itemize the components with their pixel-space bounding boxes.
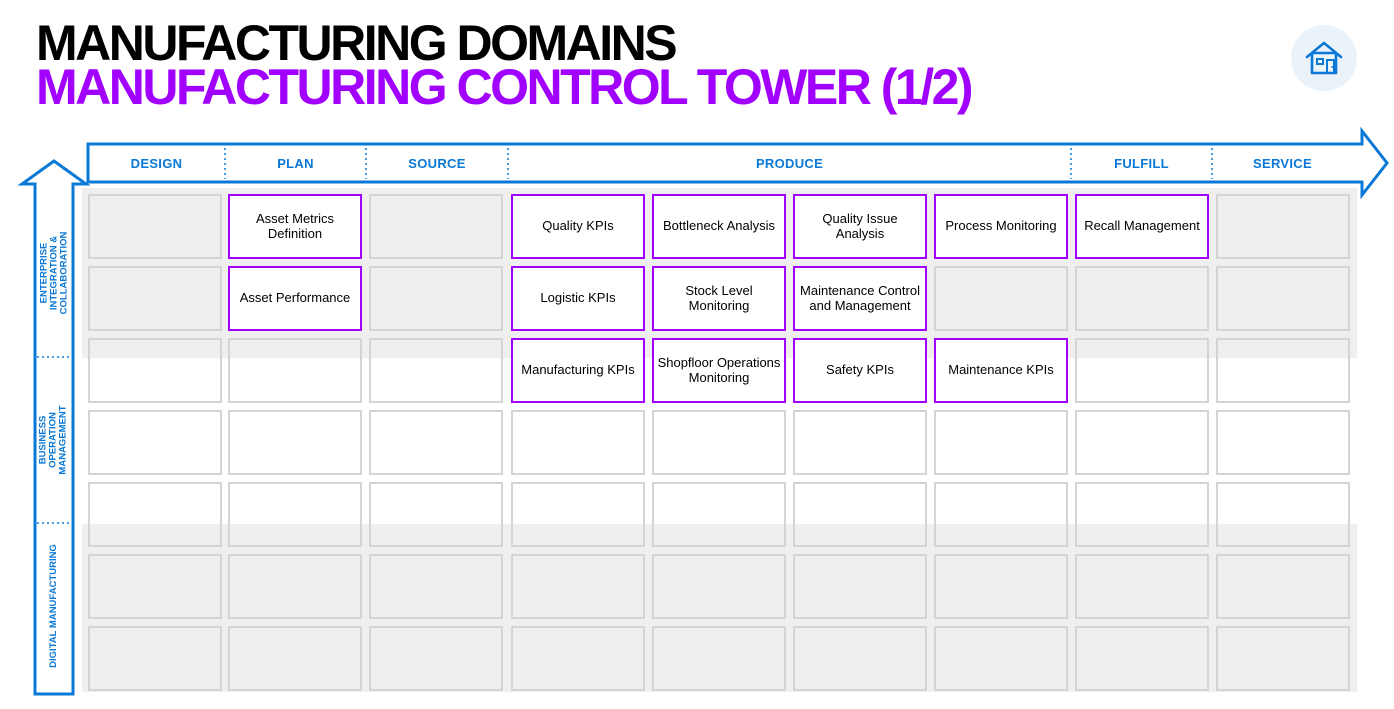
capability-logistic-kpis[interactable]: Logistic KPIs [511,266,645,331]
empty-cell [934,410,1068,475]
capability-process-monitoring[interactable]: Process Monitoring [934,194,1068,259]
phase-service: SERVICE [1253,155,1312,171]
capability-bottleneck-analysis[interactable]: Bottleneck Analysis [652,194,786,259]
empty-cell [793,554,927,619]
digital-manufacturing-band [82,524,1357,692]
empty-cell [1216,194,1350,259]
empty-cell [228,482,362,547]
empty-cell [228,410,362,475]
empty-cell [369,482,503,547]
empty-cell [369,410,503,475]
empty-cell [369,266,503,331]
phase-design: DESIGN [130,155,183,171]
phase-plan: PLAN [277,155,314,171]
empty-cell [369,626,503,691]
empty-cell [511,410,645,475]
empty-cell [1075,266,1209,331]
empty-cell [369,194,503,259]
empty-cell [88,194,222,259]
empty-cell [934,554,1068,619]
capability-asset-performance[interactable]: Asset Performance [228,266,362,331]
empty-cell [652,554,786,619]
empty-cell [1075,410,1209,475]
capability-quality-issue-analysis[interactable]: Quality Issue Analysis [793,194,927,259]
row-group-label: BUSINESS OPERATION MANAGEMENT [38,405,70,475]
empty-cell [369,338,503,403]
empty-cell [511,626,645,691]
empty-cell [511,482,645,547]
page-subtitle: MANUFACTURING CONTROL TOWER (1/2) [36,59,974,115]
empty-cell [88,626,222,691]
capability-maintenance-control-and-management[interactable]: Maintenance Control and Management [793,266,927,331]
empty-cell [369,554,503,619]
capability-maintenance-kpis[interactable]: Maintenance KPIs [934,338,1068,403]
empty-cell [1216,338,1350,403]
row-group-label: ENTERPRISE INTEGRATION & COLLABORATION [38,231,70,315]
empty-cell [88,482,222,547]
capability-stock-level-monitoring[interactable]: Stock Level Monitoring [652,266,786,331]
home-button[interactable] [1291,25,1357,91]
row-group-enterprise: ENTERPRISE INTEGRATION & COLLABORATION [34,190,74,356]
empty-cell [88,266,222,331]
empty-cell [228,338,362,403]
capability-manufacturing-kpis[interactable]: Manufacturing KPIs [511,338,645,403]
phase-source: SOURCE [408,155,466,171]
empty-cell [793,482,927,547]
empty-cell [934,626,1068,691]
capability-quality-kpis[interactable]: Quality KPIs [511,194,645,259]
row-group-digital: DIGITAL MANUFACTURING [34,524,74,688]
empty-cell [88,554,222,619]
page-title: MANUFACTURING DOMAINS [36,15,678,71]
empty-cell [793,410,927,475]
empty-cell [88,338,222,403]
home-icon [1305,41,1343,75]
empty-cell [652,482,786,547]
capability-shopfloor-operations-monitoring[interactable]: Shopfloor Operations Monitoring [652,338,786,403]
phase-produce: PRODUCE [755,155,824,171]
empty-cell [1216,482,1350,547]
capability-recall-management[interactable]: Recall Management [1075,194,1209,259]
empty-cell [228,554,362,619]
row-group-business: BUSINESS OPERATION MANAGEMENT [34,358,74,522]
empty-cell [934,266,1068,331]
empty-cell [1216,554,1350,619]
phase-fulfill: FULFILL [1114,155,1169,171]
row-group-label: DIGITAL MANUFACTURING [48,544,60,668]
empty-cell [1075,338,1209,403]
empty-cell [1216,410,1350,475]
empty-cell [1075,482,1209,547]
empty-cell [228,626,362,691]
empty-cell [1075,626,1209,691]
empty-cell [511,554,645,619]
empty-cell [88,410,222,475]
empty-cell [1216,626,1350,691]
capability-asset-metrics-definition[interactable]: Asset Metrics Definition [228,194,362,259]
capability-safety-kpis[interactable]: Safety KPIs [793,338,927,403]
empty-cell [934,482,1068,547]
empty-cell [652,410,786,475]
empty-cell [652,626,786,691]
empty-cell [793,626,927,691]
empty-cell [1075,554,1209,619]
empty-cell [1216,266,1350,331]
